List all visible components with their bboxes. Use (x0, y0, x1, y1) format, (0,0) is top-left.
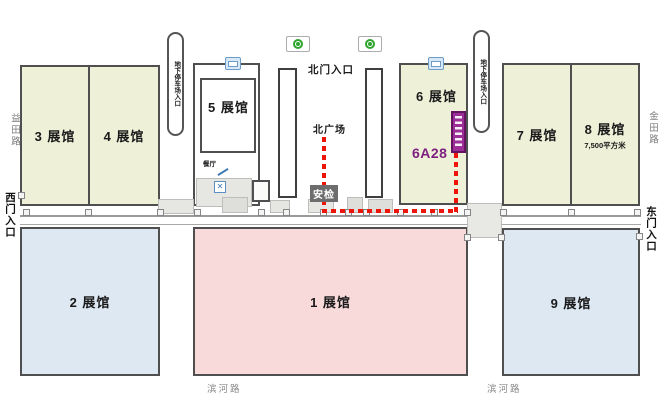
yitian-road-label: 益田路 (9, 113, 20, 148)
east-entrance-label: 东门入口 (645, 206, 657, 252)
north-gate-pillar-left (278, 68, 297, 198)
route-segment-north-plaza (322, 137, 326, 213)
door-marker (18, 192, 25, 199)
door-marker (464, 234, 471, 241)
hall-5-label: 5 展馆 (208, 100, 249, 115)
door-marker (258, 209, 265, 216)
hall-3-label: 3 展馆 (34, 129, 76, 144)
door-marker (634, 209, 641, 216)
hall-7: 7 展馆 (502, 63, 572, 206)
door-marker (500, 209, 507, 216)
hall1-hall9-connector (467, 203, 502, 238)
door-marker (85, 209, 92, 216)
concourse-block (222, 197, 248, 213)
route-segment-to-booth (454, 153, 458, 213)
facility-icon: ✕ (214, 181, 226, 193)
door-marker (194, 209, 201, 216)
hall-2-label: 2 展馆 (69, 295, 111, 310)
hall-9-label: 9 展馆 (550, 295, 592, 311)
north-gate-pillar-right (365, 68, 383, 198)
hall-4-label: 4 展馆 (103, 129, 145, 144)
hall-4: 4 展馆 (88, 65, 160, 206)
door-marker (283, 209, 290, 216)
vip-gate-icon (428, 57, 444, 70)
hall-8-area: 7,500平方米 (584, 140, 626, 150)
metro-icon (286, 36, 310, 52)
hall-8: 8 展馆 7,500平方米 (570, 63, 640, 206)
parking-ramp-right-label: 地下停车场入口 (478, 58, 486, 105)
west-entrance-label: 西门入口 (4, 192, 16, 238)
door-marker (157, 209, 164, 216)
booth-number-label: 6A28 (412, 145, 448, 161)
north-plaza-label: 北广场 (313, 125, 346, 136)
booth-banner-text-ticks (455, 116, 462, 148)
hall-8-label: 8 展馆 (584, 121, 626, 137)
door-marker (498, 234, 505, 241)
security-check-badge: 安检 (310, 185, 338, 202)
hall-2: 2 展馆 (20, 227, 160, 376)
route-segment-corridor (322, 209, 458, 213)
north-entrance-label: 北门入口 (308, 64, 354, 76)
binhe-road-label-left: 滨河路 (207, 384, 242, 395)
booth-banner (451, 111, 466, 153)
parking-ramp-left-label: 地下停车场入口 (172, 61, 180, 107)
door-marker (636, 233, 643, 240)
jintian-road-label: 金田路 (647, 111, 658, 146)
hall-9: 9 展馆 (502, 228, 640, 376)
metro-logo-circle (365, 39, 375, 49)
hall-6-label: 6 展馆 (416, 89, 457, 104)
restaurant-label: 餐厅 (203, 161, 216, 168)
hall-1-label: 1 展馆 (310, 295, 351, 310)
hall-7-label: 7 展馆 (516, 128, 558, 143)
parking-ramp-right: 地下停车场入口 (473, 30, 490, 133)
lobby-kiosk-block (252, 180, 270, 202)
vip-gate-icon (225, 57, 241, 70)
binhe-road-label-right: 滨河路 (487, 384, 522, 395)
metro-icon (358, 36, 382, 52)
metro-logo-circle (293, 39, 303, 49)
door-marker (568, 209, 575, 216)
escalator-icon (217, 167, 230, 177)
hall-5-inner-room (200, 78, 256, 153)
door-marker (464, 209, 471, 216)
parking-ramp-left: 地下停车场入口 (167, 32, 184, 136)
door-marker (23, 209, 30, 216)
central-corridor (20, 215, 641, 225)
concourse-block (158, 199, 194, 214)
hall-1: 1 展馆 (193, 227, 468, 376)
hall-3: 3 展馆 (20, 65, 90, 206)
